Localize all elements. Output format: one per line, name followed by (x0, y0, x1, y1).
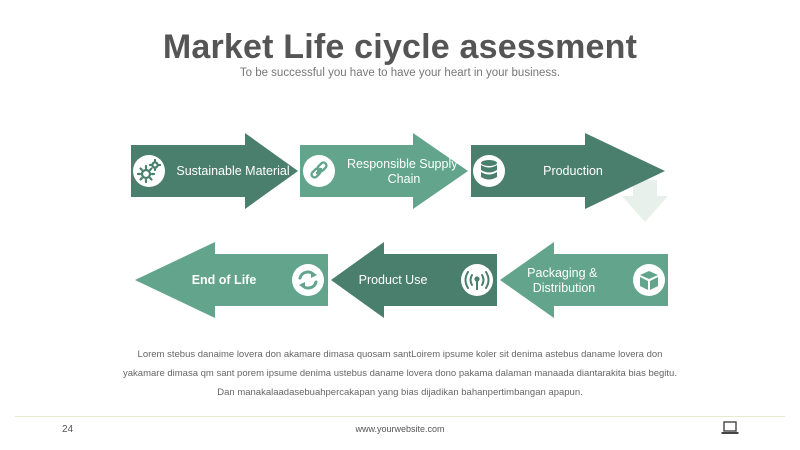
step-sustainable-material: Sustainable Material (131, 133, 298, 209)
step-label-line: Product Use (359, 273, 428, 287)
step-product-use: Product Use (331, 242, 497, 318)
step-label: End of Life (192, 273, 257, 287)
step-label-line: Responsible Supply (347, 157, 458, 171)
arrow-shape (135, 242, 328, 318)
footer-divider (15, 416, 785, 417)
arrow-shape (300, 133, 468, 209)
body-paragraph: Lorem stebus danaime lovera don akamare … (90, 345, 710, 402)
step-packaging-distribution: Packaging & Distribution (500, 242, 668, 318)
body-line: yakamare dimasa qm sant porem ipsume den… (123, 368, 677, 379)
step-label: Packaging & Distribution (527, 266, 601, 295)
step-label-line: Sustainable Material (176, 164, 289, 178)
gears-icon (133, 155, 165, 187)
page-number: 24 (62, 424, 74, 435)
broadcast-icon (461, 264, 493, 296)
step-production: Production (471, 133, 665, 209)
database-icon (473, 155, 505, 187)
arrow-shape (131, 133, 298, 209)
footer-website: www.yourwebsite.com (355, 424, 445, 434)
step-label: Responsible Supply Chain (347, 157, 461, 186)
down-connector-arrow (622, 180, 668, 222)
step-label-line: Chain (388, 172, 421, 186)
chain-link-icon (303, 155, 335, 187)
step-responsible-supply-chain: Responsible Supply Chain (300, 133, 468, 209)
arrow-shape (471, 133, 665, 209)
recycle-icon (292, 264, 324, 296)
laptop-icon (721, 421, 739, 434)
step-end-of-life: End of Life (135, 242, 328, 318)
box-icon (633, 264, 665, 296)
step-label: Sustainable Material (176, 164, 289, 178)
page-title: Market Life ciycle asessment (162, 28, 638, 66)
body-line: Lorem stebus danaime lovera don akamare … (137, 349, 663, 360)
page-subtitle: To be successful you have to have your h… (239, 67, 561, 79)
step-label: Product Use (359, 273, 428, 287)
step-label-line: Production (543, 164, 603, 178)
step-label-line: Packaging & (527, 266, 598, 280)
step-label: Production (543, 164, 603, 178)
step-label-line: End of Life (192, 273, 257, 287)
step-label-line: Distribution (533, 281, 596, 295)
arrow-shape (331, 242, 497, 318)
arrow-shape (500, 242, 668, 318)
body-line: Dan manakalaadasebuahpercakapan yang bia… (217, 387, 583, 398)
